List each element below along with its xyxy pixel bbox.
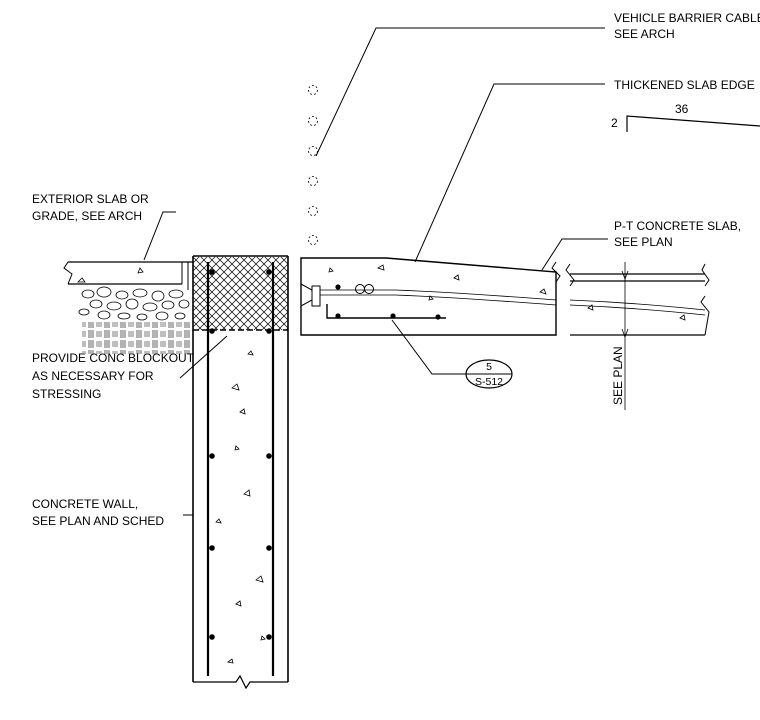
label-thickened-slab: THICKENED SLAB EDGE xyxy=(614,78,755,92)
detail-number: 5 xyxy=(486,361,492,373)
label-exterior-slab-2: GRADE, SEE ARCH xyxy=(32,209,142,223)
slope-run: 36 xyxy=(675,102,689,116)
detail-callout: 5 S-512 xyxy=(465,359,513,389)
label-vehicle-barrier-1: VEHICLE BARRIER CABLE, xyxy=(614,11,760,25)
pt-slab xyxy=(300,257,710,410)
barrier-cable-dots xyxy=(308,85,318,245)
label-blockout-2: AS NECESSARY FOR xyxy=(32,369,154,383)
slope-rise: 2 xyxy=(611,116,618,130)
leader-lines xyxy=(143,27,608,516)
label-wall-1: CONCRETE WALL, xyxy=(32,497,138,511)
label-exterior-slab-1: EXTERIOR SLAB OR xyxy=(32,192,149,206)
label-pt-slab-2: SEE PLAN xyxy=(614,235,673,249)
label-pt-slab-1: P-T CONCRETE SLAB, xyxy=(614,219,741,233)
label-see-plan-vertical: SEE PLAN xyxy=(611,346,625,405)
exterior-slab xyxy=(63,261,193,354)
concrete-wall xyxy=(192,255,289,690)
label-vehicle-barrier-2: SEE ARCH xyxy=(614,27,675,41)
slope-indicator xyxy=(626,115,760,132)
detail-sheet: S-512 xyxy=(475,376,503,388)
label-blockout-1: PROVIDE CONC BLOCKOUT xyxy=(32,351,195,365)
label-wall-2: SEE PLAN AND SCHED xyxy=(32,514,164,528)
label-blockout-3: STRESSING xyxy=(32,387,101,401)
